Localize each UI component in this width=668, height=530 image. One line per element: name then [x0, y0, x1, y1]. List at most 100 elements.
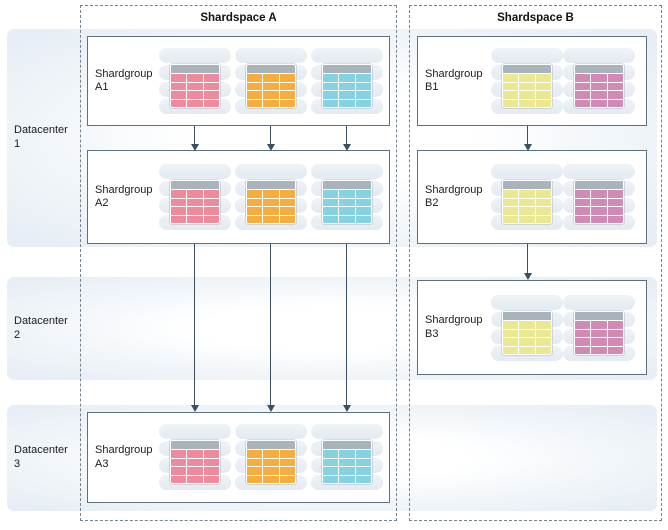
- table-cell: [355, 91, 371, 99]
- table-header-row: [323, 181, 371, 189]
- table-cell: [355, 82, 371, 90]
- shardgroup-a3-label: Shardgroup A3: [95, 444, 153, 470]
- table-cell: [535, 215, 551, 223]
- table-cell: [323, 74, 339, 82]
- table-cell: [339, 450, 355, 458]
- shardgroup-a1-box: Shardgroup A1: [87, 36, 390, 126]
- table-cell: [247, 190, 263, 198]
- table-cell: [279, 450, 295, 458]
- table-cell: [323, 207, 339, 215]
- table-cell: [607, 338, 623, 346]
- table-cell: [187, 198, 203, 206]
- table-cell: [503, 99, 519, 107]
- table-grid: [574, 180, 624, 224]
- table-cell: [575, 198, 591, 206]
- table-cell: [591, 198, 607, 206]
- table-cell: [279, 74, 295, 82]
- table-cell: [591, 99, 607, 107]
- table-cell: [591, 190, 607, 198]
- table-cell: [263, 458, 279, 466]
- table-cell: [575, 207, 591, 215]
- table-cell: [575, 74, 591, 82]
- datacenter-2-label: Datacenter 2: [14, 314, 68, 341]
- table-cell: [171, 190, 187, 198]
- shardgroup-b3-box: Shardgroup B3: [417, 280, 647, 375]
- db-stack-pill: [235, 424, 307, 439]
- shardgroup-b1-label: Shardgroup B1: [425, 67, 483, 93]
- sharded-table-icon: [563, 48, 635, 114]
- db-stack-pill: [563, 295, 635, 310]
- sharded-table-icon: [159, 424, 231, 490]
- table-header-row: [171, 181, 219, 189]
- table-header-row: [575, 65, 623, 73]
- table-cell: [607, 74, 623, 82]
- table-cell: [591, 74, 607, 82]
- table-cell: [535, 338, 551, 346]
- table-cell: [591, 215, 607, 223]
- table-grid: [246, 440, 296, 484]
- table-cell: [263, 207, 279, 215]
- table-cell: [187, 190, 203, 198]
- sharded-table-icon: [235, 424, 307, 490]
- table-cell: [591, 346, 607, 354]
- table-cell: [187, 207, 203, 215]
- shardspace-a-box: Shardspace A: [80, 5, 397, 521]
- table-cell: [279, 475, 295, 483]
- table-cell: [339, 190, 355, 198]
- table-cell: [503, 329, 519, 337]
- sharded-table-icon: [491, 295, 563, 361]
- table-cell: [607, 215, 623, 223]
- table-cell: [171, 74, 187, 82]
- table-cell: [203, 450, 219, 458]
- sharded-table-icon: [491, 164, 563, 230]
- table-cell: [279, 82, 295, 90]
- table-cell: [535, 82, 551, 90]
- shardgroup-b2-label: Shardgroup B2: [425, 183, 483, 209]
- table-cell: [503, 74, 519, 82]
- table-grid: [574, 311, 624, 355]
- table-cell: [519, 190, 535, 198]
- table-cell: [535, 329, 551, 337]
- shardgroup-a3-box: Shardgroup A3: [87, 412, 390, 503]
- table-cell: [355, 74, 371, 82]
- db-stack-pill: [563, 164, 635, 179]
- table-cell: [279, 458, 295, 466]
- table-cell: [607, 198, 623, 206]
- table-cell: [519, 215, 535, 223]
- table-cell: [355, 450, 371, 458]
- table-cell: [339, 91, 355, 99]
- table-cell: [247, 91, 263, 99]
- table-cell: [575, 99, 591, 107]
- table-cell: [519, 82, 535, 90]
- table-header-row: [247, 441, 295, 449]
- shardgroup-a2-label: Shardgroup A2: [95, 183, 153, 209]
- table-cell: [355, 198, 371, 206]
- table-cell: [247, 82, 263, 90]
- shardspace-b-box: Shardspace B: [409, 5, 662, 521]
- table-header-row: [503, 65, 551, 73]
- table-cell: [503, 215, 519, 223]
- datacenter-1-label: Datacenter 1: [14, 124, 68, 150]
- table-cell: [575, 321, 591, 329]
- table-cell: [355, 467, 371, 475]
- table-cell: [279, 207, 295, 215]
- sharded-table-icon: [159, 48, 231, 114]
- table-cell: [187, 99, 203, 107]
- table-cell: [355, 207, 371, 215]
- table-header-row: [247, 181, 295, 189]
- table-cell: [263, 99, 279, 107]
- db-stack-pill: [159, 164, 231, 179]
- table-cell: [203, 82, 219, 90]
- table-cell: [339, 475, 355, 483]
- table-cell: [263, 74, 279, 82]
- table-cell: [171, 207, 187, 215]
- db-stack-pill: [235, 164, 307, 179]
- sharded-table-icon: [235, 164, 307, 230]
- sharded-table-icon: [563, 164, 635, 230]
- db-stack-pill: [311, 164, 383, 179]
- table-cell: [247, 99, 263, 107]
- replication-arrow-b1-b2: [523, 126, 532, 151]
- table-cell: [247, 74, 263, 82]
- table-cell: [323, 190, 339, 198]
